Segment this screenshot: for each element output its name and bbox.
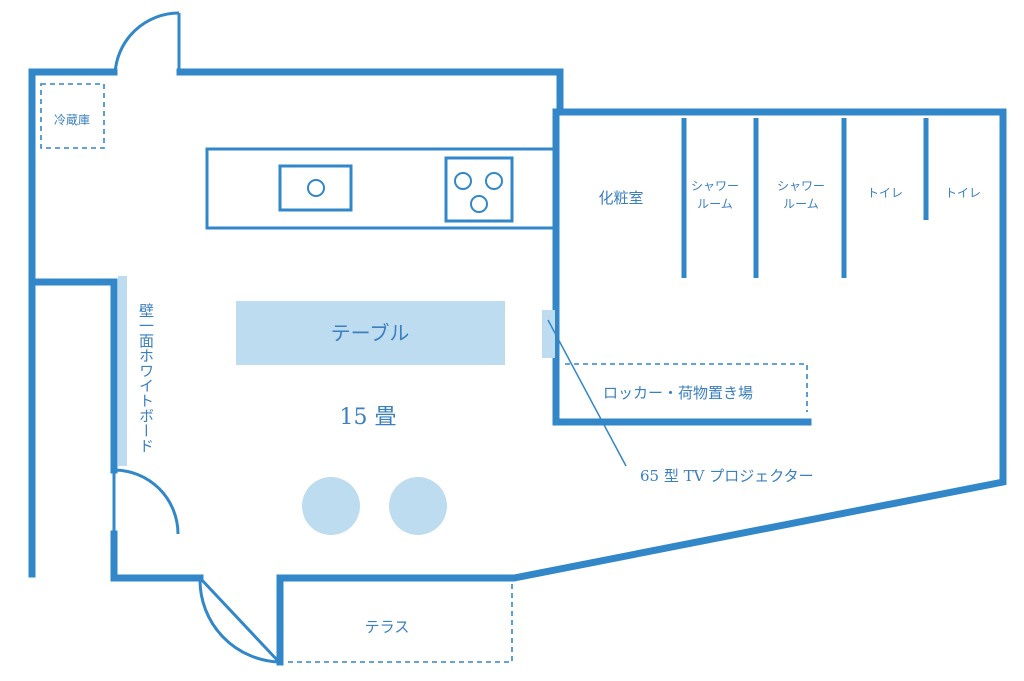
- tv-projector: [542, 310, 555, 358]
- room-size-label: 15 畳: [340, 405, 397, 430]
- shower-room-2-label-2: ルーム: [783, 197, 819, 211]
- bathroom-walls: [552, 108, 929, 426]
- terrace-area: [284, 584, 513, 663]
- table: [236, 301, 505, 365]
- powder-room-label: 化粧室: [598, 189, 643, 207]
- fridge-label: 冷蔵庫: [54, 113, 90, 127]
- kitchen-counter: [205, 147, 558, 230]
- door-entrance-top: [113, 11, 181, 75]
- whiteboard-label: 壁一面ホワイトボード: [137, 303, 155, 453]
- shower-room-1-label-2: ルーム: [697, 197, 733, 211]
- sink-drain-icon: [307, 179, 325, 197]
- burner-icon: [470, 195, 488, 213]
- stool: [302, 477, 360, 535]
- sink: [278, 164, 353, 212]
- table-label: テーブル: [331, 321, 410, 345]
- door-terrace: [198, 576, 281, 664]
- outer-walls: [28, 68, 1007, 666]
- projector-leader-line: [547, 319, 627, 467]
- locker-area: [565, 363, 808, 412]
- burner-icon: [454, 172, 472, 190]
- projector-label: 65 型 TV プロジェクター: [640, 467, 814, 485]
- stove: [444, 156, 514, 223]
- toilet-2-label: トイレ: [945, 186, 981, 200]
- fridge-area: [40, 83, 105, 149]
- stool: [389, 477, 447, 535]
- toilet-1-label: トイレ: [867, 186, 903, 200]
- whiteboard-strip: [118, 276, 127, 466]
- terrace-label: テラス: [365, 618, 410, 636]
- locker-label: ロッカー・荷物置き場: [603, 384, 753, 402]
- shower-room-1-label: シャワー: [691, 179, 739, 193]
- shower-room-2-label: シャワー: [777, 179, 825, 193]
- burner-icon: [485, 172, 503, 190]
- door-left: [112, 468, 180, 535]
